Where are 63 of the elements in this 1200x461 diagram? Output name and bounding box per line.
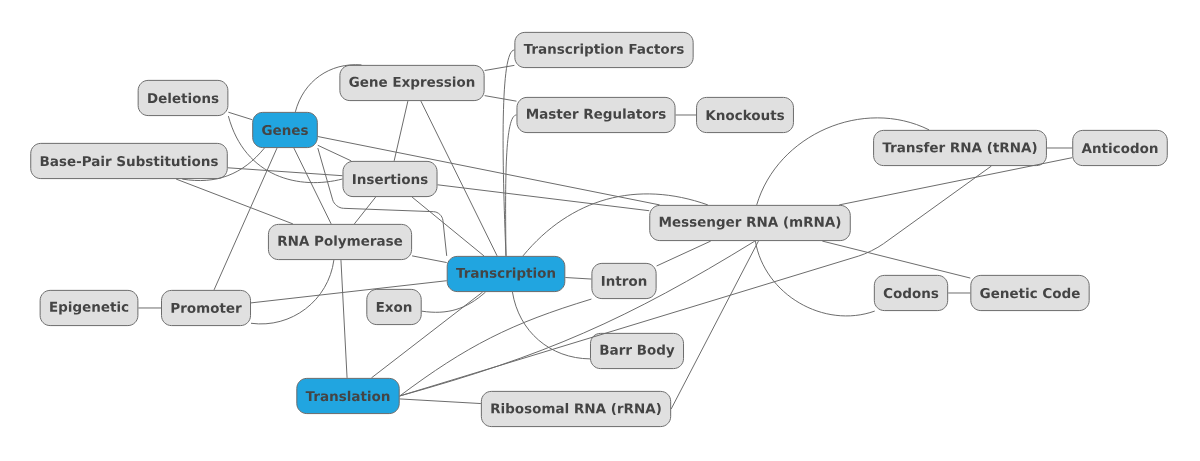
connector-line bbox=[399, 165, 992, 397]
connector-line bbox=[213, 147, 278, 291]
connector-line bbox=[399, 398, 482, 405]
concept-box: Messenger RNA (mRNA) bbox=[649, 204, 851, 242]
connector-line bbox=[522, 193, 709, 257]
concept-box: Insertions bbox=[342, 160, 438, 198]
connector-line bbox=[294, 64, 362, 113]
connector-line bbox=[670, 240, 759, 410]
concept-box: Genetic Code bbox=[970, 274, 1090, 312]
concept-box: Transfer RNA (tRNA) bbox=[873, 129, 1047, 167]
concept-box: Anticodon bbox=[1072, 129, 1168, 167]
concept-box: Gene Expression bbox=[339, 64, 485, 102]
connector-line bbox=[437, 184, 650, 212]
connector-line bbox=[137, 307, 162, 309]
connector-line bbox=[754, 240, 876, 317]
concept-box: Deletions bbox=[137, 79, 229, 117]
connector-line bbox=[340, 259, 348, 379]
concept-box: Master Regulators bbox=[516, 96, 676, 134]
connector-line bbox=[656, 240, 712, 267]
concept-box: Barr Body bbox=[590, 332, 684, 370]
connector-line bbox=[484, 95, 517, 102]
connector-line bbox=[317, 147, 448, 257]
concept-box: Intron bbox=[591, 262, 657, 300]
concept-box: RNA Polymerase bbox=[267, 223, 413, 261]
connector-line bbox=[250, 280, 448, 304]
concept-box: Epigenetic bbox=[39, 289, 139, 327]
connector-line bbox=[838, 157, 1073, 206]
connector-line bbox=[370, 291, 484, 379]
connector-line bbox=[227, 115, 343, 183]
connector-line bbox=[511, 291, 591, 360]
connector-line bbox=[317, 136, 661, 206]
connector-line bbox=[227, 167, 343, 177]
connector-line bbox=[399, 298, 592, 397]
connector-line bbox=[1046, 147, 1073, 149]
topic-box: Transcription bbox=[446, 255, 566, 293]
connector-line bbox=[250, 259, 335, 325]
connector-line bbox=[756, 117, 930, 206]
connector-line bbox=[181, 147, 265, 182]
connector-line bbox=[947, 292, 971, 294]
concept-box: Promoter bbox=[161, 289, 251, 327]
concept-box: Ribosomal RNA (rRNA) bbox=[480, 390, 672, 428]
connector-line bbox=[564, 277, 592, 280]
connector-line bbox=[411, 196, 485, 257]
concept-box: Base-Pair Substitutions bbox=[30, 142, 228, 180]
concept-box: Transcription Factors bbox=[514, 31, 694, 69]
connector-line bbox=[293, 147, 332, 225]
concept-box: Codons bbox=[873, 274, 949, 312]
connector-line bbox=[411, 255, 448, 264]
concept-box: Knockouts bbox=[696, 96, 794, 134]
connector-line bbox=[420, 100, 498, 257]
connector-line bbox=[421, 291, 486, 313]
connector-line bbox=[393, 100, 409, 162]
connector-line bbox=[675, 114, 697, 116]
concept-box: Exon bbox=[366, 288, 422, 326]
connector-line bbox=[317, 144, 352, 162]
connector-line bbox=[175, 178, 294, 225]
connector-line bbox=[505, 114, 517, 257]
topic-box: Translation bbox=[296, 377, 400, 415]
connector-line bbox=[353, 196, 377, 225]
connector-line bbox=[227, 111, 253, 121]
topic-box: Genes bbox=[252, 111, 318, 149]
connector-line bbox=[821, 240, 971, 279]
connector-line bbox=[484, 64, 515, 71]
